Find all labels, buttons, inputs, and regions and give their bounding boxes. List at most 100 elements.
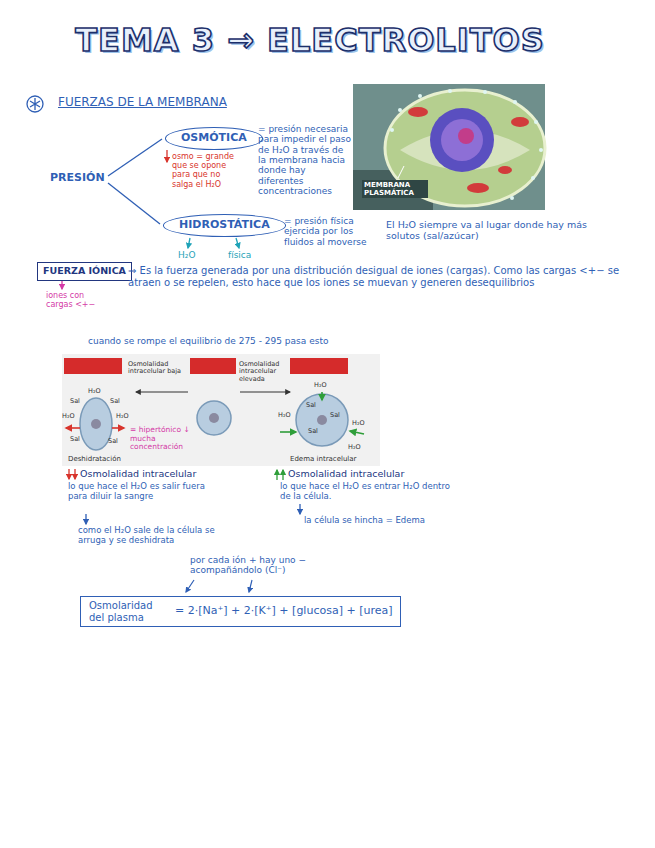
figure-label: H₂O: [352, 420, 365, 427]
side-note: osmo = grande que se opone para que no s…: [172, 152, 242, 189]
textbook-figure: [197, 401, 231, 435]
cell-illustration: [510, 196, 514, 200]
cell-illustration: [467, 183, 489, 193]
annotation-arrows: [249, 580, 252, 592]
textbook-figure: [136, 391, 290, 392]
cell-illustration: [448, 89, 452, 93]
cell-illustration: [353, 84, 545, 210]
textbook-figure: [280, 431, 296, 433]
cell-illustration: [498, 166, 512, 174]
textbook-figure: [290, 358, 348, 374]
figure-label: Sal: [110, 398, 120, 405]
figure-label: H₂O: [278, 412, 291, 419]
cell-illustration: [441, 119, 483, 161]
page-title: TEMA 3 → ELECTROLITOS: [75, 22, 544, 59]
branch-lines: [108, 139, 162, 176]
textbook-figure: [136, 391, 188, 392]
image-caption: MEMBRANA PLASMÁTICA: [362, 180, 428, 198]
note: lo que hace el H₂O es entrar H₂O dentro …: [280, 482, 452, 502]
teal-arrows: [188, 238, 190, 248]
figure-label: Osmolalidad intracelular elevada: [239, 361, 287, 383]
figure-caption: Deshidratación: [68, 455, 121, 463]
note: El H₂O siempre va al lugar donde hay más…: [386, 220, 601, 242]
formula-text: = 2·[Na⁺] + 2·[K⁺] + [glucosa] + [urea]: [175, 605, 392, 618]
cell-illustration: [398, 108, 402, 112]
textbook-figure: [66, 427, 80, 429]
definition-note: ⇒ Es la fuerza generada por una distribu…: [128, 265, 633, 288]
figure-label: H₂O: [116, 413, 129, 420]
textbook-figure: [112, 427, 124, 429]
textbook-figure: [321, 392, 323, 400]
note: como el H₂O sale de la célula se arruga …: [78, 526, 238, 546]
concept-box: FUERZA IÓNICA: [37, 262, 132, 281]
note: lo que hace el H₂O es salir fuera para d…: [68, 482, 208, 502]
red-arrow: [166, 150, 167, 162]
textbook-figure: [280, 392, 364, 434]
figure-label: Osmolalidad intracelular baja: [128, 361, 186, 376]
annotation-arrows: [186, 580, 194, 592]
cell-illustration: [418, 94, 422, 98]
red-double-arrow: [69, 469, 75, 479]
figure-label: H₂O: [348, 444, 361, 451]
formula-box: Osmolaridad del plasma = 2·[Na⁺] + 2·[K⁺]…: [80, 596, 401, 627]
red-double-arrow: [68, 469, 69, 479]
figure-caption: Edema intracelular: [290, 455, 356, 463]
figure-label: H₂O: [88, 388, 101, 395]
cell-illustration: [398, 166, 404, 178]
textbook-figure: [80, 398, 112, 450]
side-note: iones con cargas <+−: [46, 291, 108, 309]
figure-label: H₂O: [62, 413, 75, 420]
blue-arrow: [85, 514, 86, 524]
cell-illustration: [511, 117, 529, 127]
figure-label: Sal: [308, 428, 318, 435]
asterisk-bullet: [27, 96, 43, 112]
green-double-arrow: [277, 470, 283, 480]
branch-lines: [108, 183, 160, 224]
note: la célula se hincha = Edema: [304, 516, 425, 526]
textbook-figure: [62, 354, 380, 466]
annotation: por cada ión + hay uno − acompañándolo (…: [190, 555, 365, 576]
box-label: FUERZA IÓNICA: [43, 266, 126, 277]
textbook-figure: [209, 413, 219, 423]
green-double-arrow: [282, 470, 283, 480]
cell-illustration: [353, 84, 545, 210]
asterisk-bullet: [27, 96, 43, 112]
cell-illustration: [408, 107, 428, 117]
note-heading: Osmolalidad intracelular: [288, 469, 404, 480]
teal-arrows: [236, 238, 239, 248]
red-double-arrow: [74, 469, 75, 479]
textbook-figure: [240, 391, 290, 392]
concept-oval: HIDROSTÁTICA: [163, 214, 286, 237]
cell-illustration: [513, 100, 517, 104]
textbook-figure: [317, 415, 327, 425]
textbook-figure: [296, 394, 348, 446]
note: cuando se rompe el equilibrio de 275 - 2…: [88, 336, 328, 346]
figure-label: Sal: [330, 412, 340, 419]
cell-illustration: [430, 108, 494, 172]
cell-illustration: [483, 90, 487, 94]
branch-lines: [108, 139, 162, 224]
section-heading: FUERZAS DE LA MEMBRANA: [58, 96, 227, 110]
branch-word: física: [228, 250, 251, 260]
note-heading: Osmolalidad intracelular: [80, 469, 196, 480]
textbook-figure: [62, 354, 380, 466]
figure-label: Sal: [70, 436, 80, 443]
textbook-figure: [91, 419, 101, 429]
branch-word: H₂O: [178, 250, 195, 260]
asterisk-bullet: [30, 98, 40, 110]
figure-label: Sal: [70, 398, 80, 405]
figure-label: H₂O: [314, 382, 327, 389]
concept-word: PRESIÓN: [50, 172, 105, 185]
concept-oval: OSMÓTICA: [165, 127, 263, 150]
handwritten-note: = hipertónico ↓ mucha concentración: [130, 426, 192, 452]
cell-illustration: [390, 128, 394, 132]
box-label: Osmolaridad del plasma: [89, 600, 167, 623]
textbook-figure: [66, 427, 124, 429]
textbook-figure: [64, 358, 122, 374]
blue-arrow: [299, 504, 300, 514]
cell-illustration: [534, 120, 538, 124]
definition-note: = presión necesaria para impedir el paso…: [258, 124, 352, 196]
definition-note: = presión física ejercida por los fluido…: [284, 216, 384, 247]
cell-illustration: [539, 148, 543, 152]
textbook-figure: [190, 358, 236, 374]
